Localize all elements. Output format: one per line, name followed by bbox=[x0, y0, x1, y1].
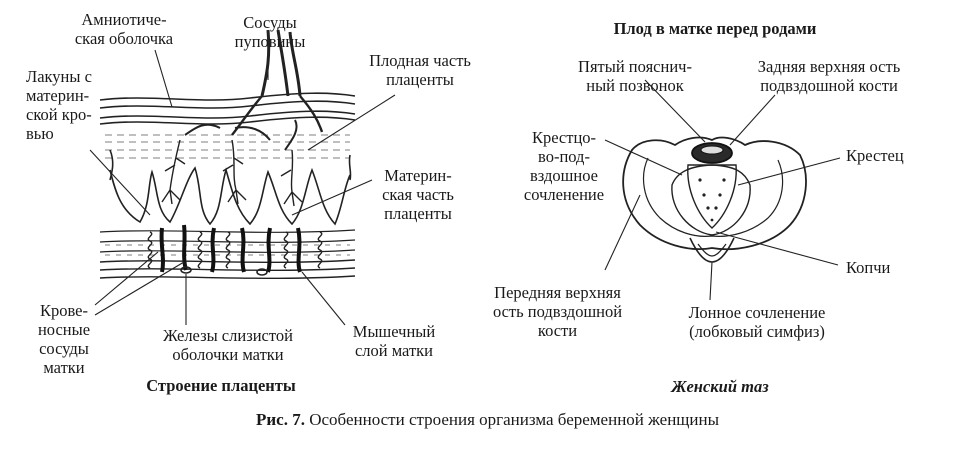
placenta-title: Строение плаценты bbox=[146, 376, 296, 395]
figure-caption: Рис. 7. Особенности строения организма б… bbox=[0, 410, 975, 429]
label-coccyx: Копчи bbox=[846, 258, 891, 277]
label-si-joint: Крестцо- во-под- вздошное сочленение bbox=[523, 128, 605, 204]
label-fetal-part: Плодная часть плаценты bbox=[369, 51, 471, 89]
label-blood-vessels: Крове- носные сосуды матки bbox=[37, 301, 91, 377]
label-cord-vessels: Сосуды пуповины bbox=[234, 13, 306, 51]
placenta-diagram bbox=[89, 29, 396, 326]
label-muscle: Мышечный слой матки bbox=[352, 322, 436, 360]
caption-text: Особенности строения организма беременно… bbox=[309, 410, 720, 429]
label-sacrum: Крестец bbox=[846, 146, 904, 165]
pelvis-title: Женский таз bbox=[671, 377, 769, 396]
label-maternal-part: Материн- ская часть плаценты bbox=[382, 166, 454, 223]
label-symphysis: Лонное сочленение (лобковый симфиз) bbox=[688, 303, 826, 341]
pelvis-diagram bbox=[604, 79, 841, 301]
label-glands: Железы слизистой оболочки матки bbox=[163, 326, 293, 364]
label-lacunae: Лакуны с материн- ской кро- вью bbox=[26, 67, 92, 143]
label-amnion: Амниотиче- ская оболочка bbox=[74, 10, 174, 48]
label-asis: Передняя верхняя ость подвздошной кости bbox=[492, 283, 623, 340]
label-l5: Пятый пояснич- ный позвонок bbox=[578, 57, 692, 95]
caption-number: Рис. 7. bbox=[255, 410, 305, 429]
pelvis-header: Плод в матке перед родами bbox=[613, 19, 817, 38]
label-psis: Задняя верхняя ость подвздошной кости bbox=[757, 57, 901, 95]
